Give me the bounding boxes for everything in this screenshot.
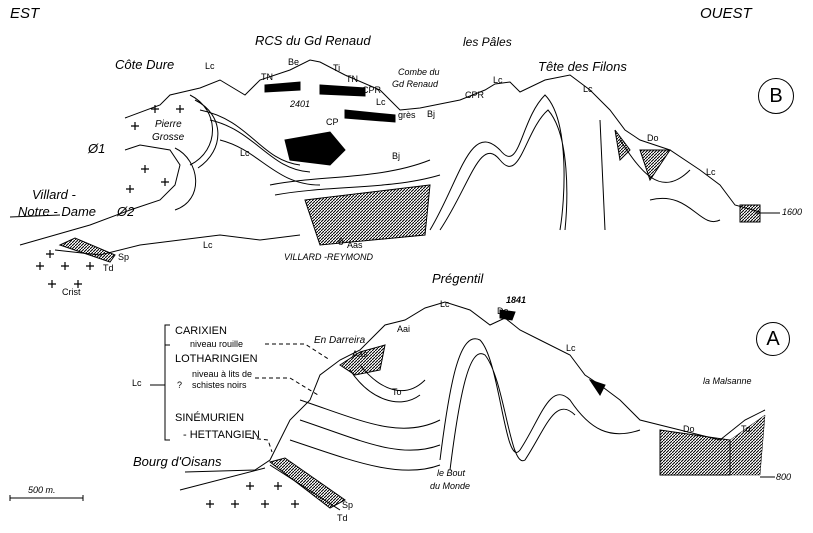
unit-lc: Lc <box>240 148 250 158</box>
unit-tn: TN <box>346 74 358 84</box>
label-bout-2: du Monde <box>430 481 471 491</box>
label-combe-2: Gd Renaud <box>392 79 439 89</box>
label-tete-des-filons: Tête des Filons <box>538 59 627 74</box>
unit-lc: Lc <box>493 75 503 85</box>
unit-lc: Lc <box>440 299 450 309</box>
altitude-1841: 1841 <box>506 295 527 305</box>
legend-carixien: CARIXIEN <box>175 325 227 337</box>
unit-crist: Crist <box>62 287 81 297</box>
unit-td: Td <box>337 513 348 523</box>
unit-bj: Bj <box>392 151 401 161</box>
dark-zone-aas <box>339 344 386 376</box>
label-rcs-gd-renaud: RCS du Gd Renaud <box>255 33 371 48</box>
unit-lc: Lc <box>205 61 215 71</box>
unit-cpr: CPR <box>465 90 485 100</box>
label-combe-1: Combe du <box>398 67 440 77</box>
east-label: EST <box>10 5 40 22</box>
section-b-marker: B <box>758 78 794 114</box>
legend-niveau-lits: niveau à lits de <box>192 369 253 379</box>
unit-ti: Ti <box>333 63 341 73</box>
legend-lc: Lc <box>132 378 142 388</box>
unit-to: To <box>741 424 751 434</box>
label-cote-dure: Côte Dure <box>115 57 175 72</box>
label-villard-2: Notre - Dame <box>18 204 97 219</box>
unit-to: To <box>392 387 402 397</box>
label-villard-reymond: VILLARD -REYMOND <box>284 252 374 262</box>
label-villard-1: Villard - <box>32 187 76 202</box>
label-grosse: Grosse <box>152 132 185 143</box>
legend-niveau-rouille: niveau rouille <box>190 339 244 349</box>
unit-gres: grès <box>398 110 416 120</box>
profile-b-outline <box>124 59 761 213</box>
legend-sinemurien: SINÉMURIEN <box>175 412 245 424</box>
legend-question: ? <box>177 380 183 390</box>
crystalline-crosses <box>36 105 299 508</box>
unit-lc: Lc <box>203 240 213 250</box>
unit-aas: Aas <box>347 240 363 250</box>
unit-bj: Bj <box>427 109 436 119</box>
dark-zone-b-core <box>284 131 346 166</box>
unit-sp: Sp <box>118 252 130 262</box>
unit-td: Td <box>103 263 114 273</box>
scale-bar <box>9 495 84 501</box>
scale-label: 500 m. <box>28 485 56 495</box>
unit-do: Do <box>683 424 695 434</box>
label-pregentil: Prégentil <box>432 271 484 286</box>
altitude-1600: 1600 <box>782 207 803 217</box>
unit-tn: TN <box>261 72 273 82</box>
unit-cpr: CPR <box>362 85 382 95</box>
label-les-pales: les Pâles <box>463 35 512 49</box>
unit-lc: Lc <box>376 97 386 107</box>
label-phi2: Ø2 <box>117 204 135 219</box>
legend-bracket <box>150 324 170 441</box>
section-a-marker: A <box>756 322 790 356</box>
village-symbol: ô <box>338 237 344 248</box>
label-phi1: Ø1 <box>88 141 106 156</box>
unit-lc: Lc <box>566 343 576 353</box>
unit-cp: CP <box>326 117 339 127</box>
legend-hettangien: - HETTANGIEN <box>183 429 260 441</box>
label-pierre: Pierre <box>155 119 182 130</box>
unit-sp: Sp <box>342 500 354 510</box>
unit-lc: Lc <box>583 84 593 94</box>
label-bout-1: le Bout <box>437 468 466 478</box>
unit-lc: Lc <box>706 167 716 177</box>
unit-do: Do <box>497 306 509 316</box>
unit-aai: Aai <box>397 324 411 334</box>
unit-aas: Aas <box>352 349 368 359</box>
altitude-2401: 2401 <box>290 99 311 109</box>
altitude-800: 800 <box>776 472 792 482</box>
profile-a-outline <box>184 301 766 473</box>
profile-b-lower <box>19 144 181 246</box>
basement-a <box>268 457 346 509</box>
west-label: OUEST <box>700 5 752 22</box>
legend-schistes: schistes noirs <box>192 380 247 390</box>
legend-lotharingien: LOTHARINGIEN <box>175 353 258 365</box>
unit-do: Do <box>647 133 659 143</box>
label-en-darreira: En Darreira <box>314 335 366 346</box>
label-la-malsanne: la Malsanne <box>703 376 752 386</box>
label-bourg-doisans: Bourg d'Oisans <box>133 454 222 469</box>
unit-be: Be <box>288 57 300 67</box>
dark-zone-villard-reymond <box>304 184 431 246</box>
